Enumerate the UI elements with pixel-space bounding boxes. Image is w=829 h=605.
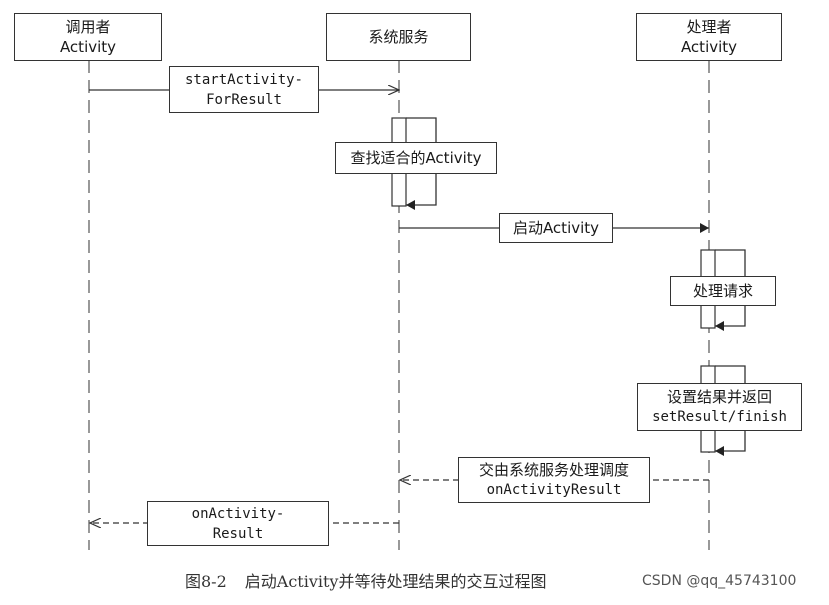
start-for-result-line1: startActivity- [184, 71, 303, 88]
start-for-result-label: startActivity- ForResult [169, 66, 319, 113]
handler-participant-line2: Activity [680, 38, 738, 56]
set-result-line2: setResult/finish [652, 409, 787, 425]
dispatch-line2: onActivityResult [486, 482, 622, 498]
find-activity-text: 查找适合的Activity [350, 149, 482, 167]
launch-activity-label: 启动Activity [499, 213, 613, 243]
start-for-result-line2: ForResult [206, 91, 282, 108]
source-watermark: CSDN @qq_45743100 [642, 573, 797, 589]
handler-participant-line1: 处理者 [686, 18, 732, 36]
figure-caption: 图8-2 启动Activity并等待处理结果的交互过程图 [185, 568, 564, 592]
handler-participant: 处理者 Activity [636, 13, 782, 61]
set-result-line1: 设置结果并返回 [666, 388, 772, 406]
handle-request-text: 处理请求 [692, 282, 753, 300]
caller-participant-line1: 调用者 [65, 18, 111, 36]
dispatch-label: 交由系统服务处理调度 onActivityResult [458, 457, 650, 503]
handle-request-label: 处理请求 [670, 276, 776, 306]
on-result-line2: Result [212, 525, 264, 542]
set-result-label: 设置结果并返回 setResult/finish [637, 383, 802, 431]
find-activity-label: 查找适合的Activity [335, 142, 497, 174]
system-participant: 系统服务 [326, 13, 471, 61]
launch-activity-text: 启动Activity [512, 219, 600, 237]
on-result-line1: onActivity- [191, 505, 285, 522]
figure-title: 启动Activity并等待处理结果的交互过程图 [244, 572, 547, 591]
caller-participant-line2: Activity [59, 38, 117, 56]
figure-number: 图8-2 [185, 572, 227, 591]
on-result-label: onActivity- Result [147, 501, 329, 546]
caller-participant: 调用者 Activity [14, 13, 162, 61]
dispatch-line1: 交由系统服务处理调度 [478, 461, 629, 479]
system-participant-label: 系统服务 [368, 28, 429, 46]
